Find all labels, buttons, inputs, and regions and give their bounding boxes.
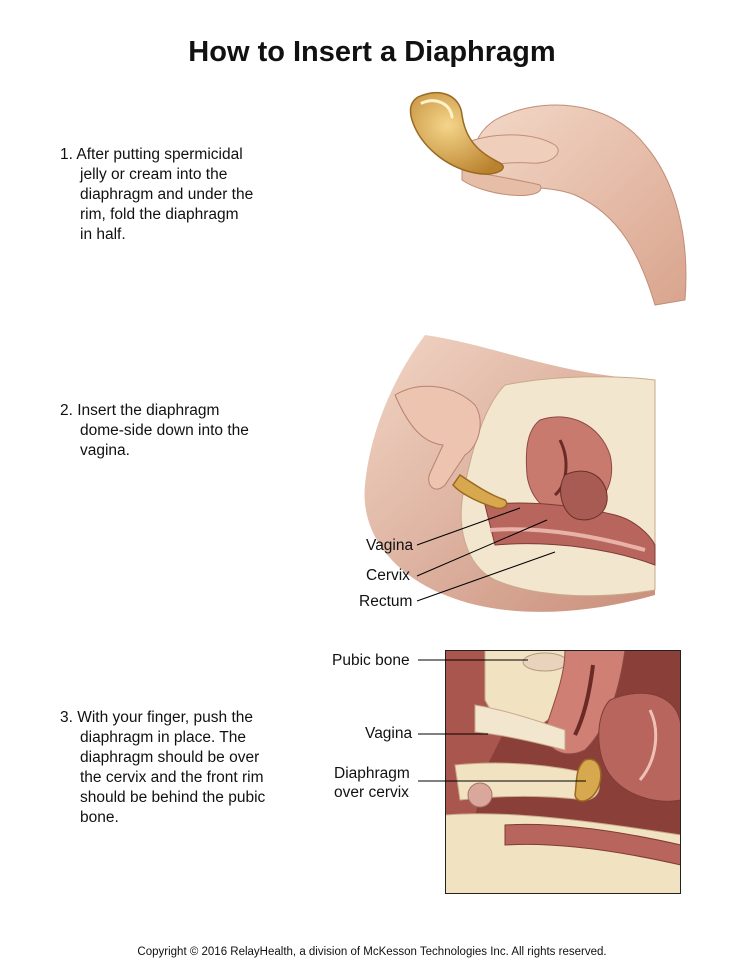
step-3-text: 3. With your finger, push the diaphragm … [60, 708, 265, 828]
step-line: should be behind the pubic [80, 789, 266, 806]
step-line: 1. After putting spermicidal [60, 146, 243, 163]
label-pubic-bone: Pubic bone [332, 652, 410, 669]
label-over-cervix: over cervix [334, 784, 409, 801]
label-cervix: Cervix [366, 567, 410, 584]
page-title: How to Insert a Diaphragm [188, 36, 556, 68]
step2-leader-lines [416, 507, 556, 602]
step-line: in half. [80, 226, 126, 243]
diaphragm-placement-closeup-illustration [445, 650, 681, 894]
insertion-cross-section-illustration [364, 335, 656, 612]
label-vagina: Vagina [366, 537, 414, 554]
step-line: 2. Insert the diaphragm [60, 402, 220, 419]
step-line: jelly or cream into the [80, 166, 228, 183]
label-rectum: Rectum [359, 593, 413, 610]
step3-leader-lines [418, 659, 586, 782]
label-vagina-closeup: Vagina [365, 725, 413, 742]
step-1-text: 1. After putting spermicidal jelly or cr… [60, 145, 253, 245]
label-diaphragm: Diaphragm [334, 765, 410, 782]
step-line: the cervix and the front rim [80, 769, 264, 786]
step-line: bone. [80, 809, 119, 826]
step-line: diaphragm in place. The [80, 729, 247, 746]
step-line: rim, fold the diaphragm [80, 206, 239, 223]
step-2-text: 2. Insert the diaphragm dome-side down i… [60, 401, 249, 461]
hand-folding-diaphragm-illustration [409, 92, 687, 306]
step-line: vagina. [80, 442, 130, 459]
step-line: diaphragm should be over [80, 749, 260, 766]
step-line: dome-side down into the [80, 422, 249, 439]
copyright-footer: Copyright © 2016 RelayHealth, a division… [137, 946, 607, 958]
step-line: 3. With your finger, push the [60, 709, 253, 726]
step-line: diaphragm and under the [80, 186, 254, 203]
